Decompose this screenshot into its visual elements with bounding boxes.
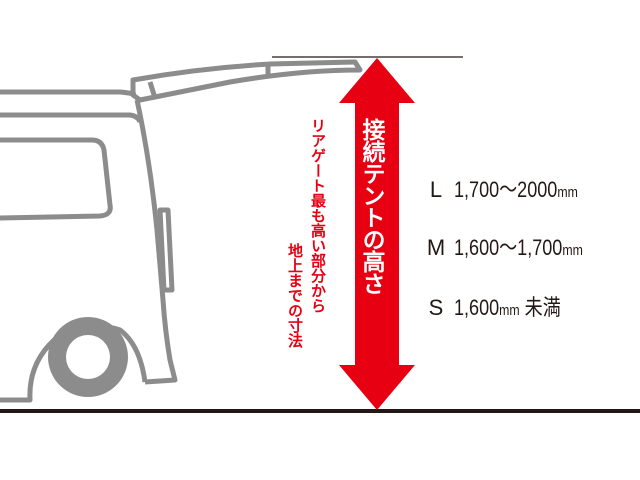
subtitle-line2: 地上までの寸法 (286, 243, 303, 348)
size-row-S: S 1,600mm 未満 (418, 290, 584, 322)
size-letter: S (428, 295, 444, 320)
window (0, 137, 113, 221)
size-range: 1,600mm 未満 (454, 295, 561, 320)
spoiler (130, 59, 363, 103)
roof-line (0, 89, 137, 98)
height-double-arrow (339, 58, 415, 410)
size-row-M: M 1,600～1,700mm (418, 230, 611, 262)
size-letter: L (429, 177, 443, 202)
wheel-hub (66, 335, 110, 379)
subtitle-line1: リアゲート最も高い部分から (309, 118, 326, 313)
size-range: 1,700～2000mm (454, 177, 578, 202)
size-letter: M (426, 235, 446, 260)
size-row-L: L 1,700～2000mm (418, 172, 605, 204)
tail-light (157, 207, 175, 293)
rear-body-outline (134, 99, 178, 385)
tent-height-label: 接続テントの高さ (359, 118, 385, 294)
size-range: 1,600～1,700mm (454, 235, 583, 260)
